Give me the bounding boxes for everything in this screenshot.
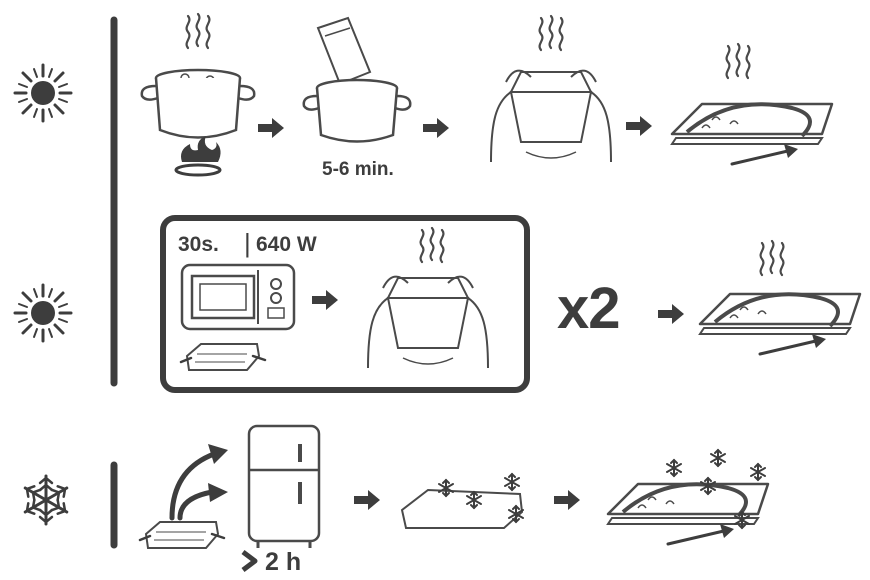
arrow-right-icon xyxy=(423,118,449,138)
pot-icon xyxy=(142,70,254,138)
stove-row xyxy=(142,14,832,175)
pot-icon xyxy=(304,80,410,142)
arrow-right-icon xyxy=(554,490,580,510)
sachet-icon xyxy=(140,522,224,548)
hands-kneading-icon xyxy=(491,71,611,162)
steam-icon xyxy=(727,44,750,78)
freezer-row xyxy=(140,426,768,570)
burner-flame-icon xyxy=(176,136,221,175)
snowflake-icon xyxy=(667,460,681,476)
arrow-right-icon xyxy=(626,116,652,136)
microwave-separator: | xyxy=(244,230,251,256)
pouch-cover-icon xyxy=(672,104,832,164)
chevron-right-icon xyxy=(243,552,255,570)
arrow-right-icon xyxy=(354,490,380,510)
steam-icon xyxy=(187,14,210,48)
boil-time-label: 5-6 min. xyxy=(322,160,394,179)
hands-kneading-icon xyxy=(368,277,488,368)
steam-icon xyxy=(761,241,784,275)
arrow-right-icon xyxy=(258,118,284,138)
arrow-curved-icon xyxy=(172,444,228,518)
arrow-right-icon xyxy=(312,290,338,310)
sun-icon xyxy=(15,285,71,341)
arrow-right-icon xyxy=(658,304,684,324)
snowflake-icon xyxy=(751,464,765,480)
sachet-icon xyxy=(181,344,265,370)
microwave-power-label: 640 W xyxy=(256,234,317,255)
sun-icon xyxy=(15,65,71,121)
steam-icon xyxy=(540,16,563,50)
pouch-cover-icon xyxy=(700,294,860,354)
snowflake-icon xyxy=(22,476,70,524)
steam-icon xyxy=(421,228,444,262)
repeat-count-label: x2 xyxy=(557,280,620,338)
snowflake-icon xyxy=(711,450,725,466)
frozen-sachet-icon xyxy=(402,474,523,528)
refrigerator-icon xyxy=(249,426,319,548)
freeze-duration-label: 2 h xyxy=(265,550,301,575)
microwave-time-label: 30s. xyxy=(178,234,219,255)
microwave-icon xyxy=(182,265,294,329)
sachet-icon xyxy=(318,18,370,84)
